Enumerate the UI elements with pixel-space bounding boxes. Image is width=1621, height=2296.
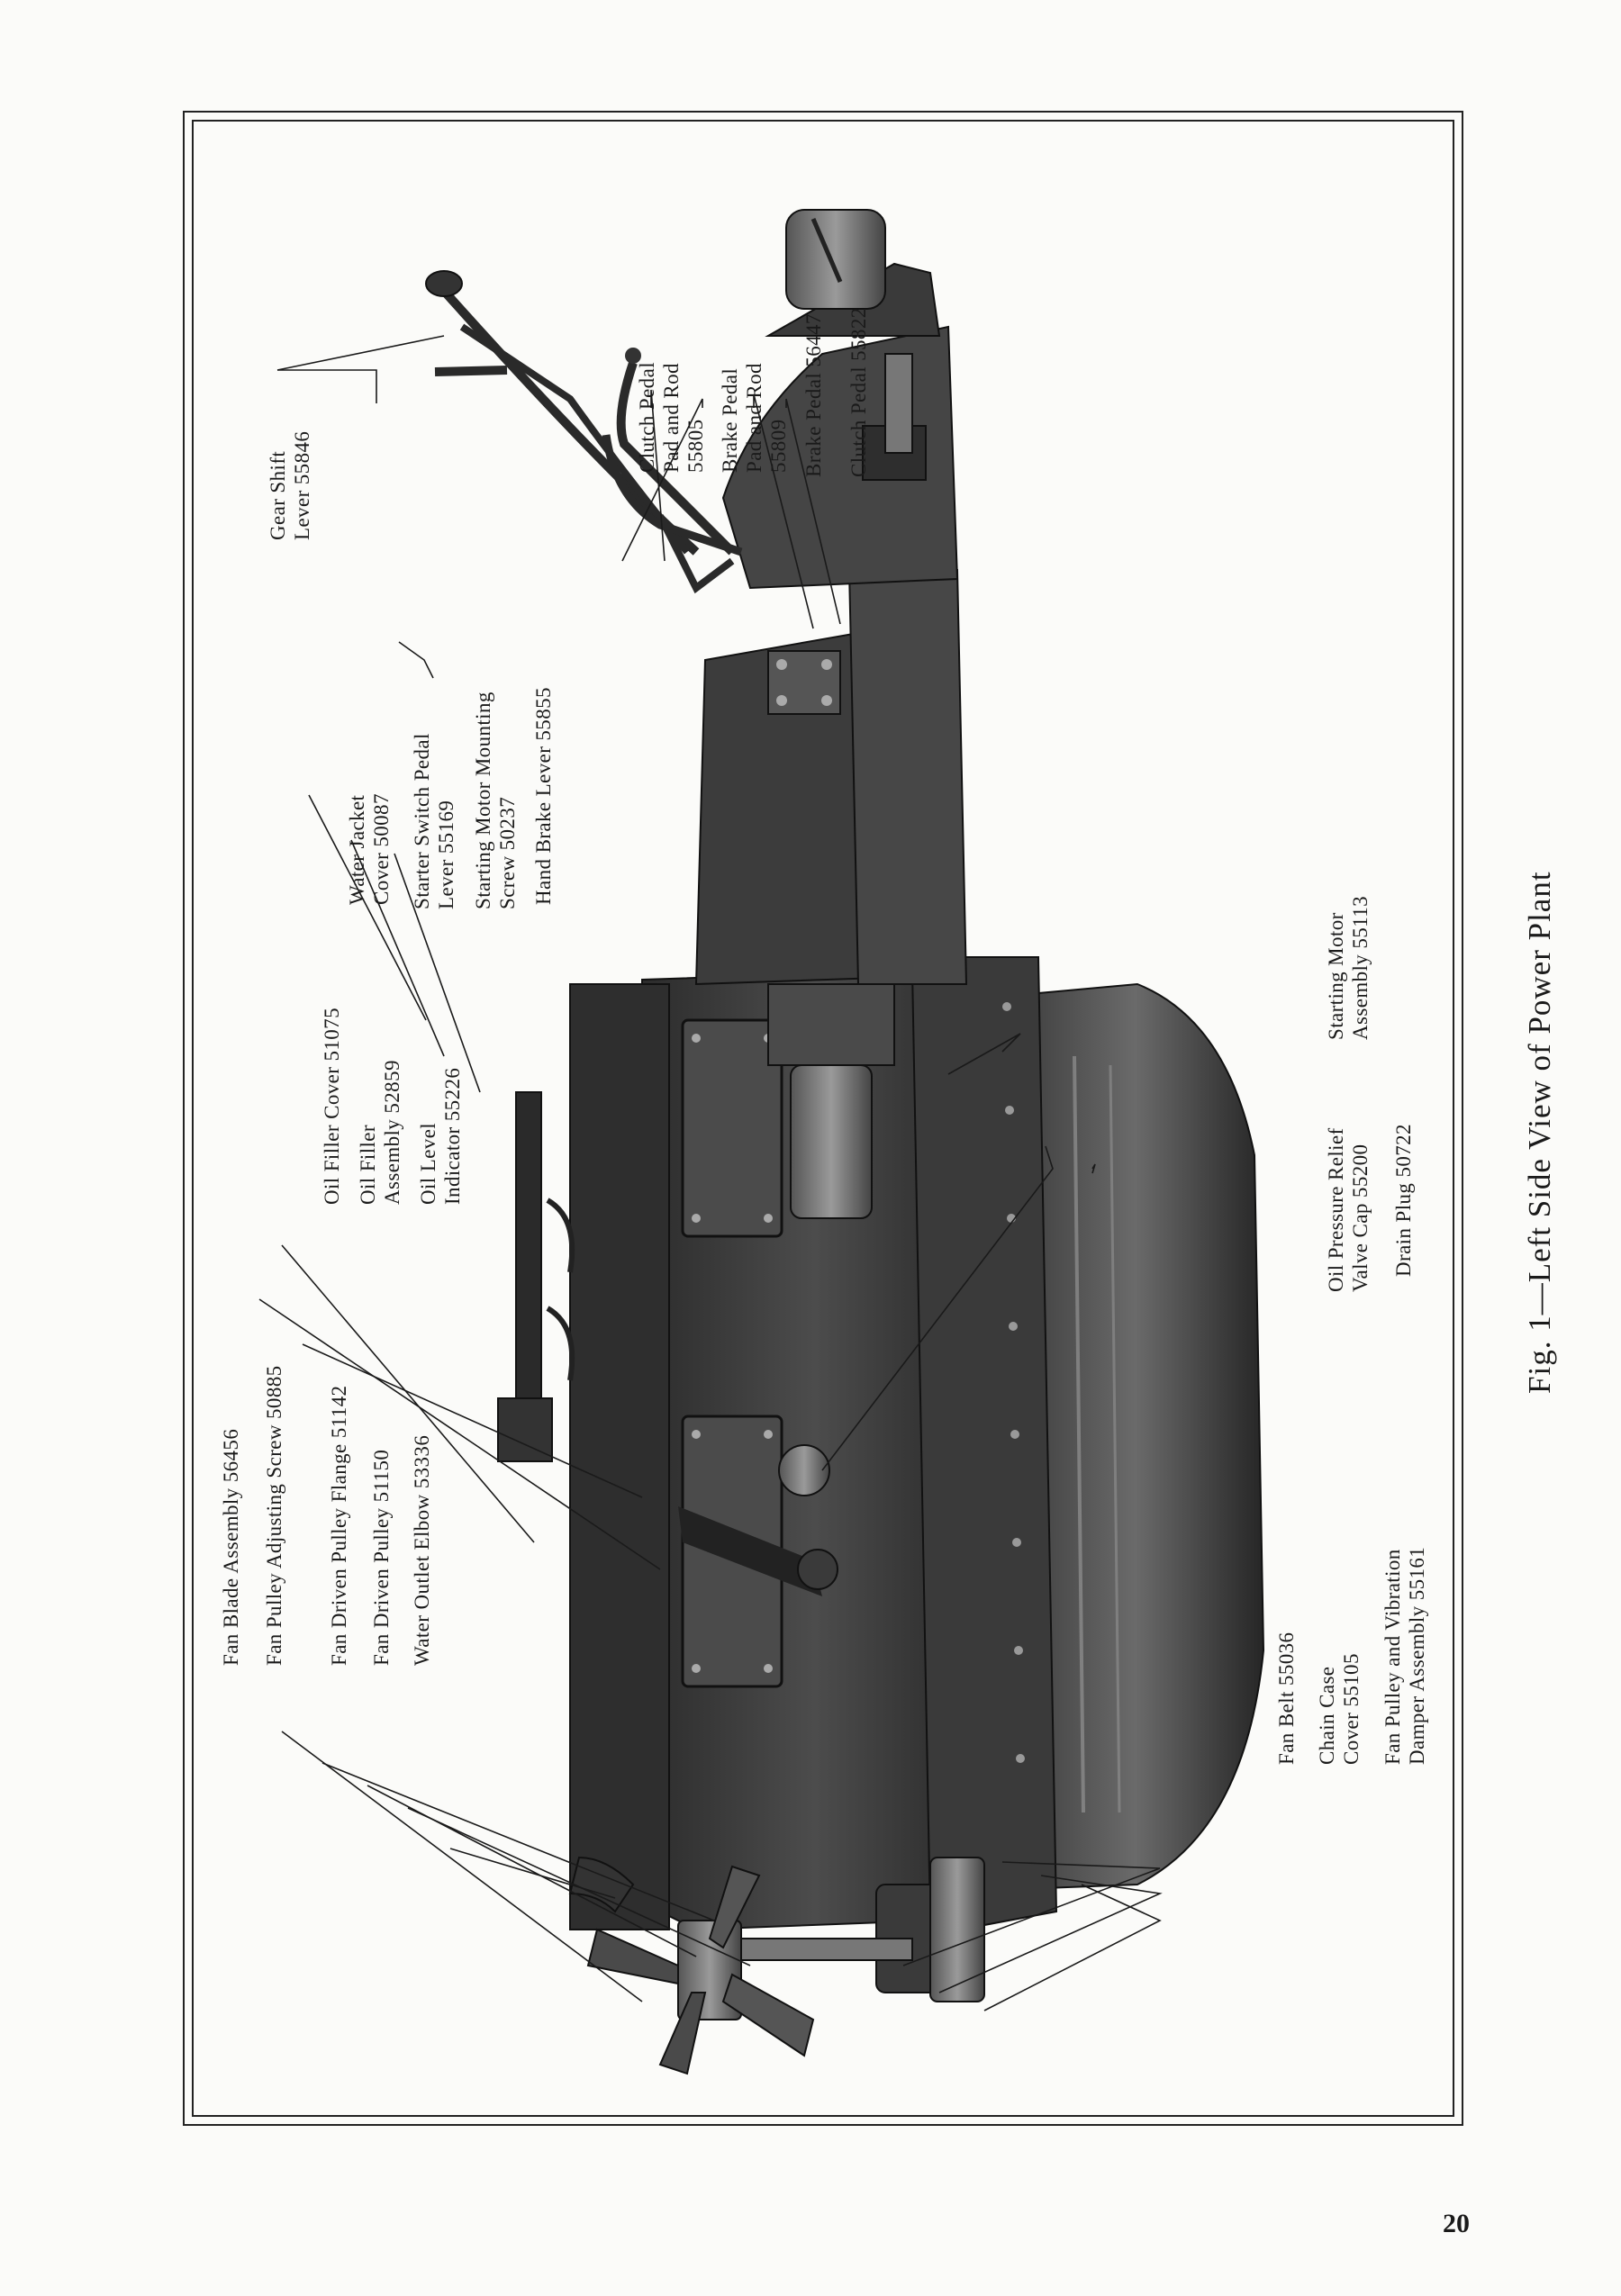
label-fan-pulley-vibration-damper: Fan Pulley and Vibration Damper Assembly…: [1381, 1546, 1428, 1765]
fan-blade: [586, 1928, 679, 1985]
label-clutch-pedal: Clutch Pedal 55822: [847, 307, 870, 477]
label-fan-pulley-adjusting-screw: Fan Pulley Adjusting Screw 50885: [263, 1365, 285, 1666]
label-gear-shift-lever: Gear Shift Lever 55846: [267, 430, 313, 540]
label-starting-motor-assembly: Starting Motor Assembly 55113: [1325, 896, 1372, 1040]
fan-belt: [731, 1938, 913, 1961]
outer-border: [183, 111, 1463, 2126]
label-starter-switch-pedal-lever: Starter Switch Pedal Lever 55169: [411, 733, 457, 909]
label-water-jacket-cover: Water Jacket Cover 50087: [346, 793, 393, 905]
label-drain-plug: Drain Plug 50722: [1392, 1124, 1415, 1277]
label-brake-pedal-pad-rod: Brake Pedal Pad and Rod 55809: [719, 363, 790, 473]
label-fan-driven-pulley: Fan Driven Pulley 51150: [370, 1449, 393, 1666]
figure-caption: Fig. 1—Left Side View of Power Plant: [1522, 871, 1557, 1394]
page-number: 20: [1443, 2209, 1470, 2238]
label-fan-belt: Fan Belt 55036: [1275, 1632, 1298, 1765]
clutch-pedal: [616, 361, 736, 556]
label-chain-case-cover: Chain Case Cover 55105: [1316, 1653, 1363, 1765]
power-plant-illustration: [258, 209, 1265, 2075]
brake-pedal: [602, 434, 743, 556]
label-fan-blade-assembly: Fan Blade Assembly 56456: [220, 1428, 242, 1666]
label-starting-motor-mounting-screw: Starting Motor Mounting Screw 50237: [472, 692, 519, 909]
manifold-pipe: [515, 1091, 542, 1435]
label-oil-pressure-relief-valve-cap: Oil Pressure Relief Valve Cap 55200: [1325, 1127, 1372, 1292]
label-oil-filler-assembly: Oil Filler Assembly 52859: [357, 1060, 403, 1205]
label-hand-brake-lever: Hand Brake Lever 55855: [532, 687, 555, 905]
label-water-outlet-elbow: Water Outlet Elbow 53336: [411, 1434, 433, 1666]
water-jacket-cover-upper: [681, 1018, 783, 1238]
starting-motor: [790, 1064, 873, 1219]
water-outlet-elbow: [568, 1856, 635, 1913]
inner-border: [192, 120, 1454, 2117]
label-clutch-pedal-pad-rod: Clutch Pedal Pad and Rod 55805: [636, 362, 707, 473]
label-oil-filler-cover: Oil Filler Cover 51075: [321, 1008, 343, 1205]
label-oil-level-indicator: Oil Level Indicator 55226: [417, 1067, 464, 1205]
leader-lines: [258, 335, 1163, 2011]
label-fan-driven-pulley-flange: Fan Driven Pulley Flange 51142: [328, 1385, 350, 1666]
oil-pan: [1005, 982, 1265, 1891]
label-brake-pedal: Brake Pedal 56447: [802, 313, 825, 477]
cylinder-head: [569, 983, 670, 1930]
